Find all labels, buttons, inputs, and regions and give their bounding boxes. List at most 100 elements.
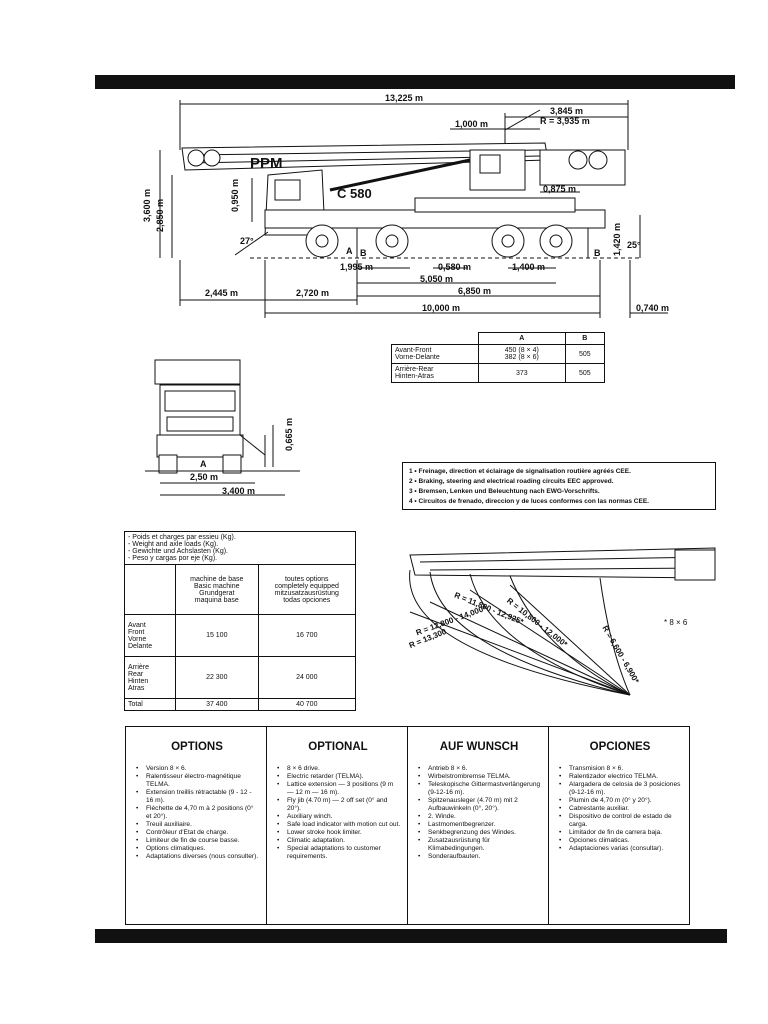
loads-row-full: 16 700 — [257, 614, 357, 657]
loads-row-base: 15 100 — [175, 614, 259, 657]
options-item: Extension treillis rétractable (9 - 12 -… — [136, 789, 260, 805]
loads-row-label: Arrière Rear Hinten Atras — [124, 656, 176, 699]
dim-height-0950: 0,950 m — [230, 178, 240, 212]
dim-height-1420: 1,420 m — [612, 222, 622, 256]
options-item: Teleskopische Gittermastverlängerung (9-… — [418, 781, 542, 797]
loads-row-base: 37 400 — [175, 698, 259, 711]
axle-table-header-b: B — [564, 332, 606, 345]
options-item: Plumin de 4,70 m (0° y 20°). — [559, 797, 683, 805]
bottom-bar — [95, 929, 727, 943]
options-item: Limitador de fin de carrera baja. — [559, 829, 683, 837]
dim-angle-25: 25° — [627, 240, 641, 250]
loads-title-line: - Weight and axle loads (Kg). — [128, 541, 219, 548]
loads-title-line: - Poids et charges par essieu (Kg). — [128, 534, 236, 541]
options-item: Sonderaufbauten. — [418, 853, 542, 861]
label-b-side: B — [360, 248, 367, 258]
options-item: Lastmomentbegrenzer. — [418, 821, 542, 829]
options-item: Spitzenausleger (4.70 m) mit 2 Aufbauwin… — [418, 797, 542, 813]
working-radius-diagram — [409, 547, 716, 696]
label-b-rear: B — [594, 248, 601, 258]
radius-footnote: * 8 × 6 — [664, 618, 688, 627]
axle-row-label: Arrière-Rear Hinten-Atras — [391, 363, 479, 383]
dim-0740: 0,740 m — [636, 303, 670, 313]
dim-1000: 1,000 m — [455, 119, 489, 129]
options-column-title: AUF WUNSCH — [439, 741, 519, 753]
dim-height-0665: 0,665 m — [284, 417, 294, 451]
loads-title-line: - Peso y cargas por eje (Kg). — [128, 555, 218, 562]
loads-header-full: toutes options completely equipped mitzu… — [257, 564, 357, 615]
options-column-fr: OPTIONS Version 8 × 6. Ralentisseur élec… — [126, 727, 267, 924]
options-item: Auxiliary winch. — [277, 813, 401, 821]
label-a-side: A — [346, 246, 353, 256]
options-list: Transmision 8 × 6. Ralentizador electric… — [557, 765, 683, 853]
dim-3845: 3,845 m — [550, 106, 584, 116]
options-item: Alargadera de celosia de 3 posiciones (9… — [559, 781, 683, 797]
axle-row-value-b: 505 — [564, 363, 606, 383]
options-item: Opciones climaticas. — [559, 837, 683, 845]
options-column-title: OPTIONS — [171, 741, 223, 753]
loads-row-full: 40 700 — [257, 698, 357, 711]
outrigger-reaction-table: A B Avant-Front Vorne-Delante 450 (8 × 4… — [391, 332, 606, 383]
options-item: Lattice extension — 3 positions (9 m — 1… — [277, 781, 401, 797]
options-item: 2. Winde. — [418, 813, 542, 821]
dim-1400: 1,400 m — [512, 262, 546, 272]
loads-row-label: Total — [124, 698, 176, 711]
dim-height-2850: 2,850 m — [155, 198, 165, 232]
dim-5050: 5,050 m — [420, 274, 454, 284]
options-item: Antrieb 8 × 6. — [418, 765, 542, 773]
crane-side-view-drawing: PPM — [159, 100, 668, 318]
loads-header-empty — [124, 564, 176, 615]
dim-2720: 2,720 m — [296, 288, 330, 298]
note-line: 4 • Circuitos de frenado, direccion y de… — [409, 498, 649, 505]
options-item: Zusatzausrüstung für Klimabedingungen. — [418, 837, 542, 853]
axle-table-header-a: A — [478, 332, 566, 345]
options-item: Limiteur de fin de course basse. — [136, 837, 260, 845]
loads-title-line: - Gewichte und Achslasten (Kg). — [128, 548, 228, 555]
dim-0875: 0,875 m — [543, 184, 577, 194]
axle-row-value-a: 373 — [478, 363, 566, 383]
brand-logo: PPM — [250, 155, 283, 172]
options-item: Ralentisseur électro-magnétique TELMA. — [136, 773, 260, 789]
axle-row-value-b: 505 — [564, 344, 606, 364]
options-item: Treuil auxiliaire. — [136, 821, 260, 829]
loads-row-label: Avant Front Vorne Delante — [124, 614, 176, 657]
dim-width-250: 2,50 m — [190, 472, 219, 482]
loads-header-base: machine de base Basic machine Grundgerat… — [175, 564, 259, 615]
options-item: Adaptations diverses (nous consulter). — [136, 853, 260, 861]
dim-overall-length: 13,225 m — [385, 93, 424, 103]
note-line: 1 • Freinage, direction et éclairage de … — [409, 468, 631, 475]
options-item: Adaptaciones varias (consultar). — [559, 845, 683, 853]
options-column-es: OPCIONES Transmision 8 × 6. Ralentizador… — [549, 727, 689, 924]
axle-row-label: Avant-Front Vorne-Delante — [391, 344, 479, 364]
options-item: Cabrestante auxiliar. — [559, 805, 683, 813]
model-label: C 580 — [337, 186, 372, 201]
options-list: Version 8 × 6. Ralentisseur électro-magn… — [134, 765, 260, 861]
dim-width-3400: 3,400 m — [222, 486, 256, 496]
options-box: OPTIONS Version 8 × 6. Ralentisseur élec… — [125, 726, 690, 925]
axle-table-header-empty — [391, 332, 479, 345]
options-item: Fly jib (4.70 m) — 2 off set (0° and 20°… — [277, 797, 401, 813]
axle-loads-table: - Poids et charges par essieu (Kg). - We… — [124, 531, 357, 711]
options-list: 8 × 6 drive. Electric retarder (TELMA). … — [275, 765, 401, 861]
dim-radius: R = 3,935 m — [540, 116, 590, 126]
dim-1995: 1,995 m — [340, 262, 374, 272]
top-bar — [95, 75, 735, 89]
options-column-title: OPCIONES — [589, 741, 651, 753]
loads-row-full: 24 000 — [257, 656, 357, 699]
options-item: Climatic adaptation. — [277, 837, 401, 845]
options-column-title: OPTIONAL — [308, 741, 368, 753]
options-item: Contrôleur d'Etat de charge. — [136, 829, 260, 837]
options-item: Senkbegrenzung des Windes. — [418, 829, 542, 837]
dim-angle-27: 27° — [240, 236, 254, 246]
options-item: Electric retarder (TELMA). — [277, 773, 401, 781]
options-column-en: OPTIONAL 8 × 6 drive. Electric retarder … — [267, 727, 408, 924]
note-line: 3 • Bremsen, Lenken und Beleuchtung nach… — [409, 488, 600, 495]
dim-6850: 6,850 m — [458, 286, 492, 296]
options-column-de: AUF WUNSCH Antrieb 8 × 6. Wirbelstrombre… — [408, 727, 549, 924]
crane-front-view-drawing — [145, 359, 300, 496]
dim-height-3600: 3,600 m — [142, 188, 152, 222]
label-a-front: A — [200, 459, 207, 469]
options-item: Wirbelstrombremse TELMA. — [418, 773, 542, 781]
dim-0580: 0,580 m — [438, 262, 472, 272]
options-item: 8 × 6 drive. — [277, 765, 401, 773]
